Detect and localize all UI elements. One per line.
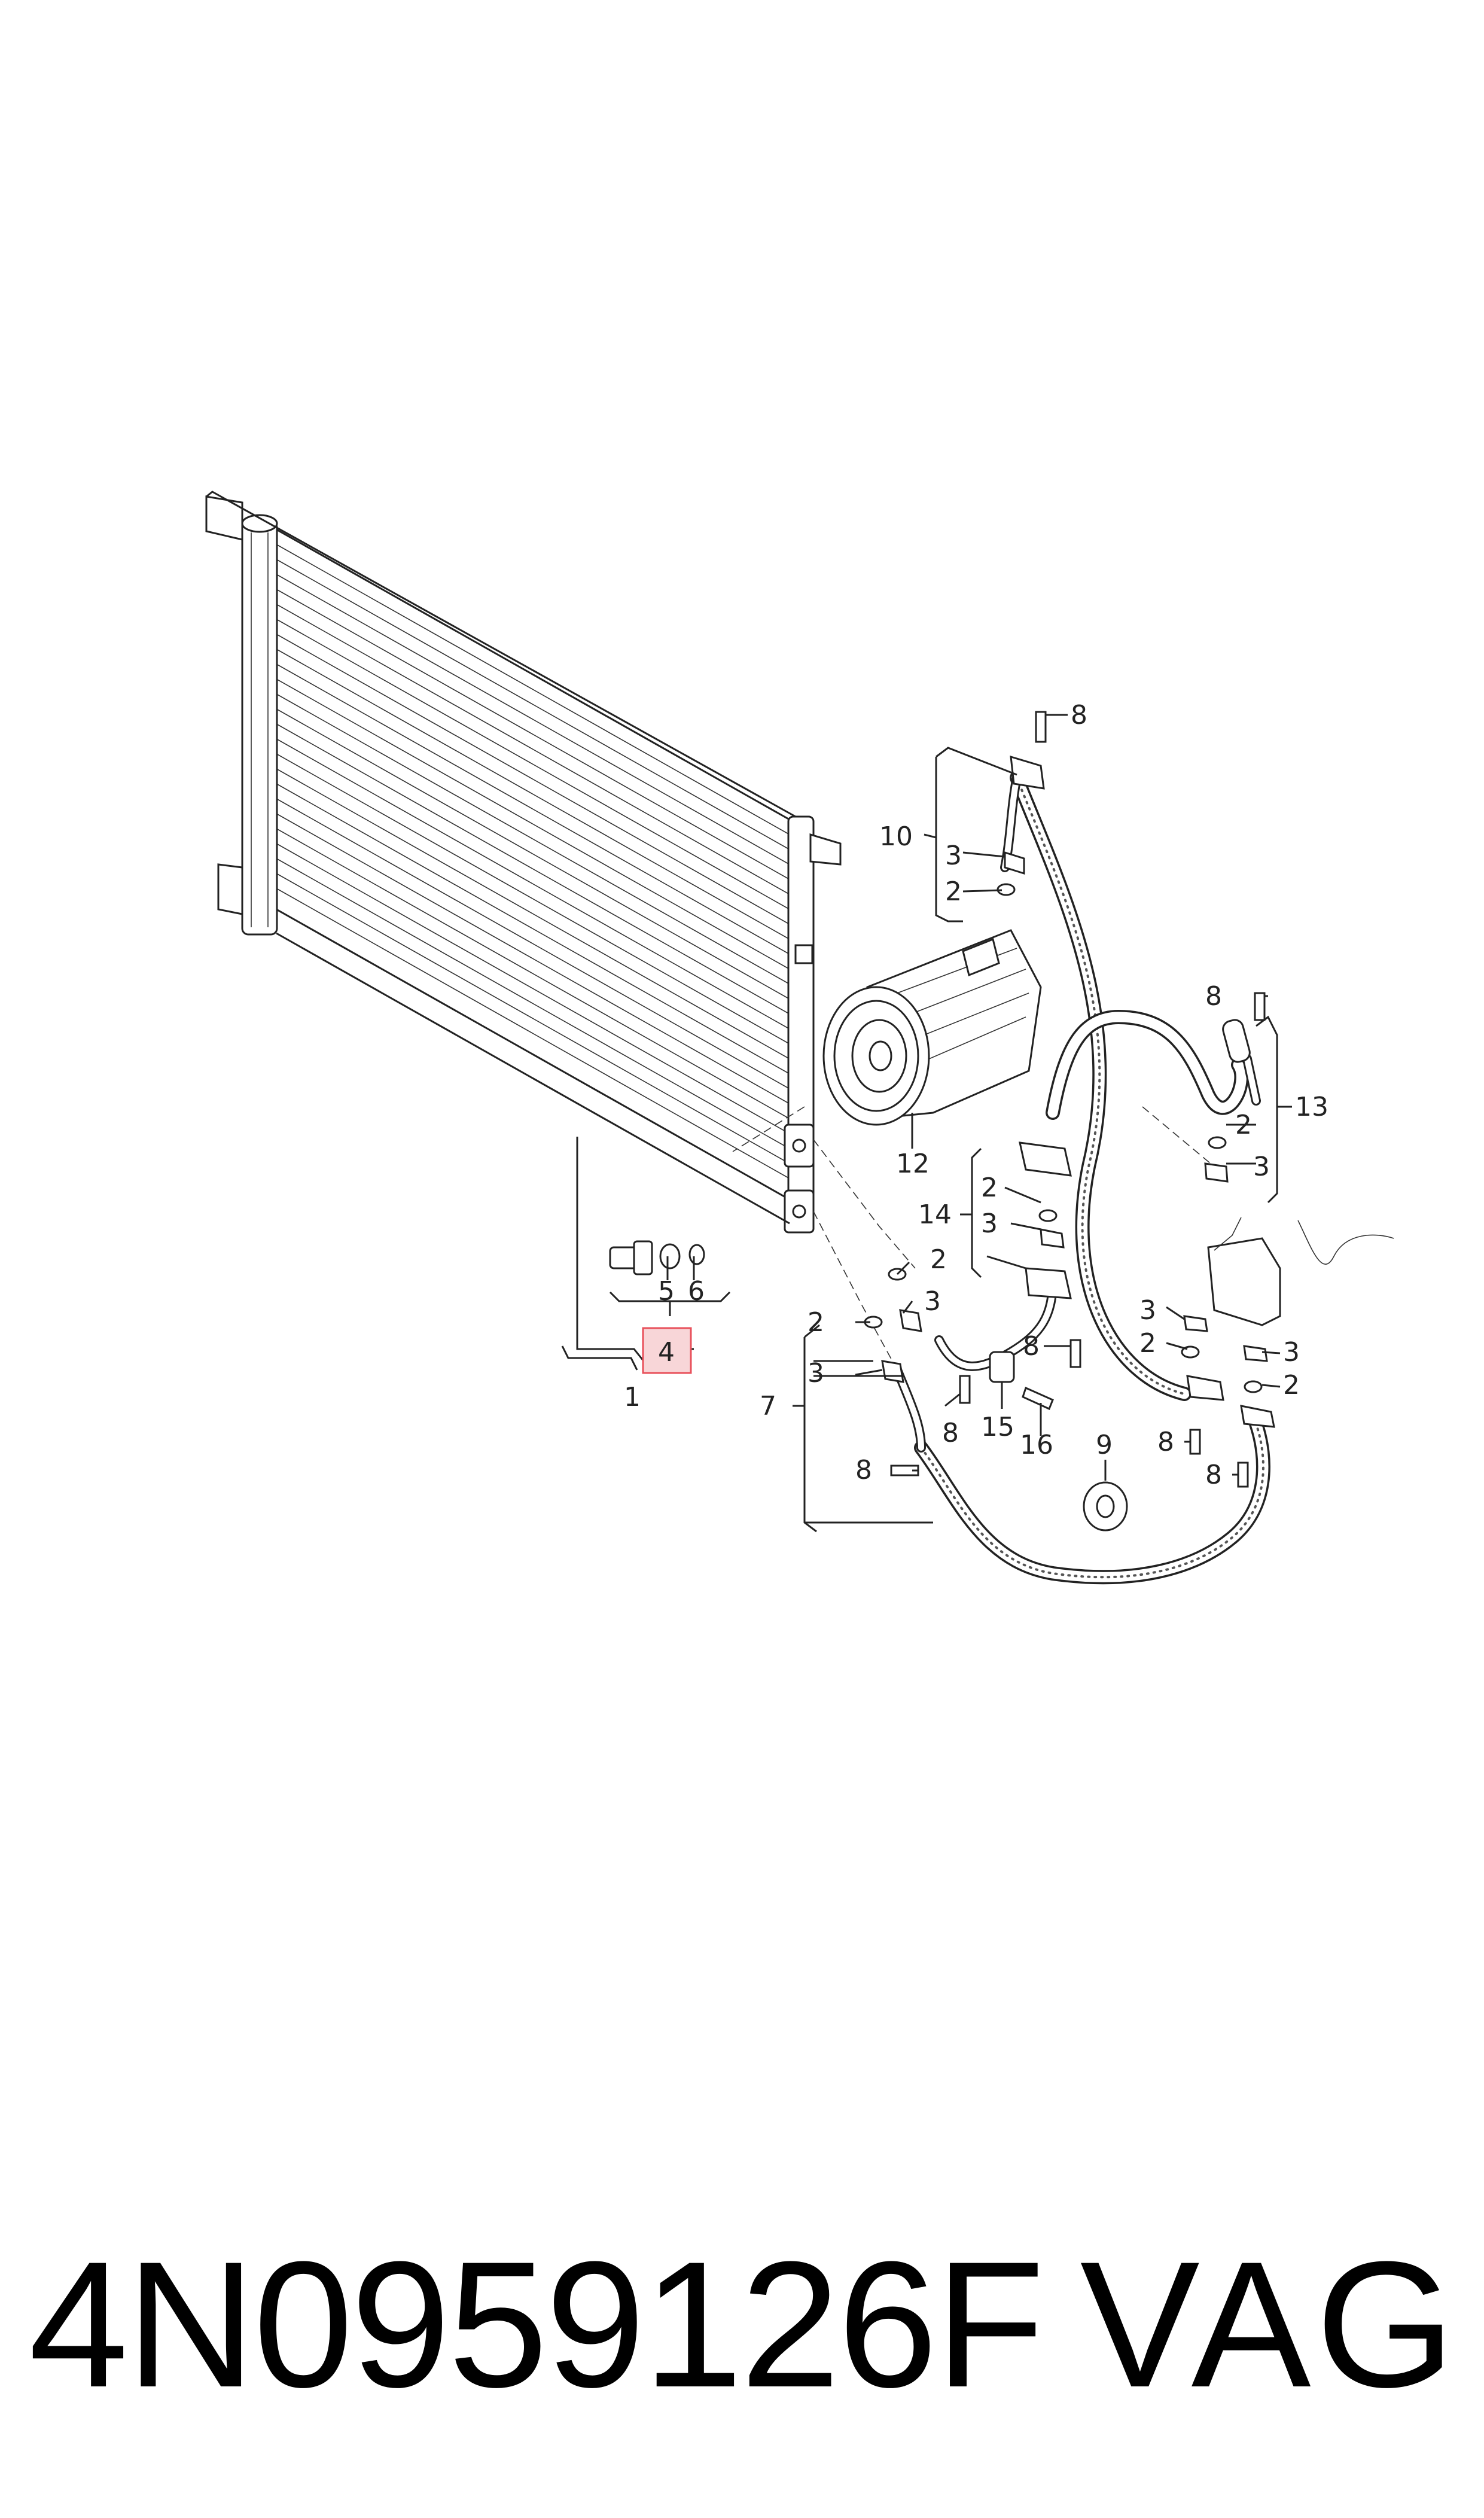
callout-3: 3 xyxy=(945,841,962,871)
callout-3: 3 xyxy=(1283,1337,1300,1368)
callout-12: 12 xyxy=(896,1149,930,1179)
callout-9: 9 xyxy=(1096,1430,1113,1460)
callout-2: 2 xyxy=(930,1244,947,1275)
callout-16: 16 xyxy=(1020,1430,1053,1460)
callout-3: 3 xyxy=(924,1286,941,1317)
callout-8: 8 xyxy=(942,1418,959,1448)
part-4-highlight xyxy=(642,1327,692,1374)
callout-2: 2 xyxy=(807,1307,824,1338)
ac-system-parts-diagram: 1 4 5 6 7 10 12 13 14 15 16 9 8 8 8 8 8 … xyxy=(205,491,1394,1585)
callout-8: 8 xyxy=(855,1455,872,1485)
callout-8: 8 xyxy=(1071,700,1087,730)
callout-15: 15 xyxy=(981,1412,1014,1442)
callout-1: 1 xyxy=(624,1382,641,1412)
callout-8: 8 xyxy=(1023,1331,1040,1362)
callout-2: 2 xyxy=(1139,1328,1156,1359)
callout-2: 2 xyxy=(1235,1110,1252,1140)
callout-7: 7 xyxy=(760,1391,776,1421)
callout-3: 3 xyxy=(1253,1152,1270,1182)
condenser-fins xyxy=(276,544,790,1179)
refrigerant-lines xyxy=(732,771,1270,1585)
callout-3: 3 xyxy=(807,1358,824,1389)
callout-2: 2 xyxy=(981,1173,998,1203)
compressor xyxy=(822,929,1042,1126)
callout-3: 3 xyxy=(1139,1295,1156,1326)
callout-8: 8 xyxy=(1205,1460,1222,1490)
part-number-caption: 4N0959126F xyxy=(29,2224,1045,2425)
callout-2: 2 xyxy=(945,876,962,907)
callout-14: 14 xyxy=(918,1199,952,1230)
fittings xyxy=(609,711,1394,1531)
callout-8: 8 xyxy=(1157,1427,1174,1457)
brand-caption: VAG xyxy=(1080,2224,1460,2425)
callout-5: 5 xyxy=(658,1276,675,1307)
callout-8: 8 xyxy=(1205,981,1222,1012)
callout-3: 3 xyxy=(981,1208,998,1239)
callout-6: 6 xyxy=(688,1276,705,1307)
callout-10: 10 xyxy=(879,821,913,852)
callout-13: 13 xyxy=(1295,1092,1328,1122)
callout-2: 2 xyxy=(1283,1370,1300,1400)
callout-4: 4 xyxy=(658,1337,675,1368)
bolts xyxy=(890,711,1266,1488)
callout-labels: 1 4 5 6 7 10 12 13 14 15 16 9 8 8 8 8 8 … xyxy=(624,700,1328,1490)
condenser xyxy=(205,491,842,1234)
